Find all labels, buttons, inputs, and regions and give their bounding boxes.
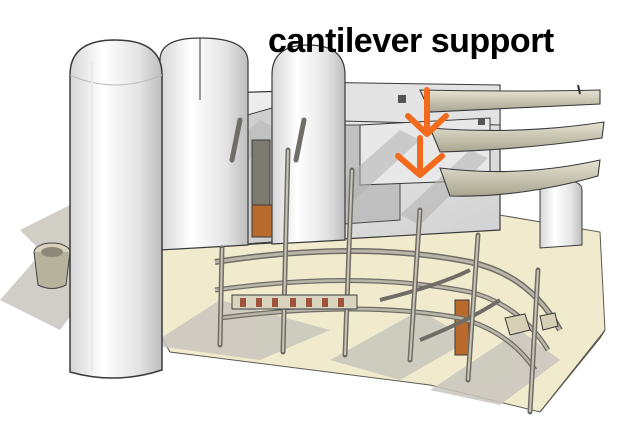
ground-fixtures [504, 312, 559, 336]
frame-columns-highlight [219, 149, 539, 413]
wooden-door [251, 139, 470, 356]
middle-round-tower [271, 44, 346, 245]
bench-row [231, 294, 358, 310]
arrow-down-icon [395, 87, 449, 178]
cantilever-support-label: cantilever support [268, 22, 554, 60]
front-round-tower [69, 39, 163, 379]
cantilever-fins [419, 84, 605, 197]
planter-bowl [33, 242, 71, 289]
right-small-cylinder [539, 179, 583, 249]
rear-round-tower [159, 37, 249, 251]
